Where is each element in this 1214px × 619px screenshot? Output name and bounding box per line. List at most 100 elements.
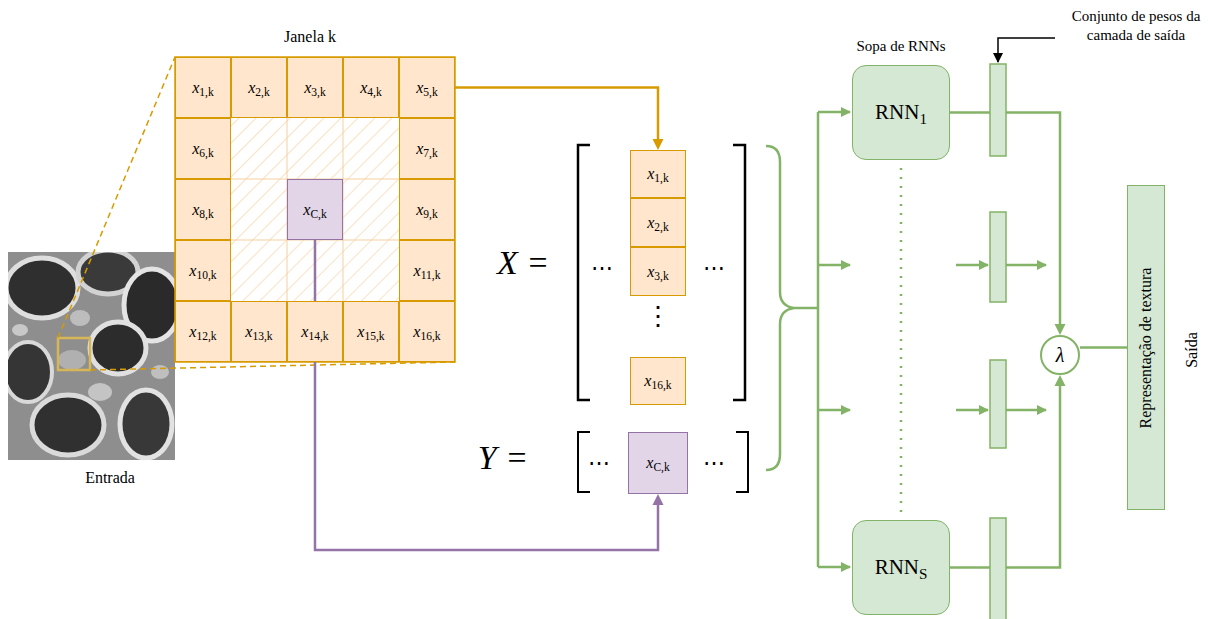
node-text: x3,k xyxy=(647,263,669,281)
window-cell: x14,k xyxy=(287,301,343,362)
input-caption: Entrada xyxy=(60,468,160,488)
window-cell: x6,k xyxy=(175,118,231,179)
window-cell: x9,k xyxy=(399,179,455,240)
node-text: x16,k xyxy=(413,323,440,341)
output-bar: Representação de textura xyxy=(1127,185,1165,510)
window-cell: x10,k xyxy=(175,240,231,301)
node-text: RNNS xyxy=(875,556,928,579)
symbol-subscript: 1,k xyxy=(654,173,668,185)
symbol-subscript: C,k xyxy=(653,462,669,474)
connector xyxy=(315,240,664,550)
rnn-box: RNN1 xyxy=(852,65,950,160)
node-text: Representação de textura xyxy=(1137,267,1155,428)
node-text: x16,k xyxy=(644,372,671,390)
node-text: x14,k xyxy=(301,323,328,341)
symbol-subscript: 3,k xyxy=(654,270,668,282)
symbol-subscript: 12,k xyxy=(196,330,216,342)
symbol-base: x xyxy=(647,214,654,231)
symbol-subscript: 10,k xyxy=(196,269,216,281)
symbol-subscript: 4,k xyxy=(367,86,381,98)
window-cell: x13,k xyxy=(231,301,287,362)
symbol-subscript: 15,k xyxy=(364,330,384,342)
symbol-subscript: 16,k xyxy=(420,330,440,342)
window-cell: x1,k xyxy=(175,57,231,118)
node-text: xC,k xyxy=(303,201,326,219)
symbol-subscript: S xyxy=(919,565,927,581)
vector-cell: x2,k xyxy=(630,198,686,247)
node-text: x10,k xyxy=(189,262,216,280)
callout-text: Conjunto de pesos da camada de saída xyxy=(1065,7,1207,45)
symbol-subscript: 2,k xyxy=(255,86,269,98)
ellipsis: ⋯ xyxy=(697,449,731,477)
symbol-base: x xyxy=(189,323,196,340)
symbol-base: x xyxy=(303,201,310,218)
window-cell: x15,k xyxy=(343,301,399,362)
connector xyxy=(950,375,1066,568)
symbol-subscript: 14,k xyxy=(308,330,328,342)
ellipsis: ⋯ xyxy=(585,254,619,282)
connector xyxy=(455,88,664,151)
texture-image xyxy=(8,252,175,460)
node-text: x1,k xyxy=(647,165,669,183)
center-cell: xC,k xyxy=(287,179,343,240)
node-text: x11,k xyxy=(414,262,441,280)
node-text: x12,k xyxy=(189,323,216,341)
symbol-subscript: 8,k xyxy=(199,208,213,220)
symbol-subscript: 16,k xyxy=(651,380,671,392)
window-cell: x3,k xyxy=(287,57,343,118)
output-caption: Saída xyxy=(1182,318,1202,382)
node-text: x4,k xyxy=(360,79,382,97)
symbol-subscript: 1,k xyxy=(199,86,213,98)
node-text: x9,k xyxy=(416,201,438,219)
symbol-base: x xyxy=(360,79,367,96)
window-cell: x11,k xyxy=(399,240,455,301)
node-text: xC,k xyxy=(646,454,669,472)
connector xyxy=(1080,347,1127,348)
symbol-base: x xyxy=(416,140,423,157)
node-text: x15,k xyxy=(357,323,384,341)
symbol-subscript: C,k xyxy=(310,208,326,220)
symbol-base: x xyxy=(189,262,196,279)
node-text: x6,k xyxy=(192,140,214,158)
symbol-subscript: 5,k xyxy=(423,86,437,98)
node-text: x3,k xyxy=(304,79,326,97)
symbol-base: x xyxy=(304,79,311,96)
connector xyxy=(950,113,1066,336)
window-cell: x7,k xyxy=(399,118,455,179)
symbol-base: x xyxy=(357,323,364,340)
window-title: Janela k xyxy=(250,27,370,47)
node-text: x2,k xyxy=(647,214,669,232)
symbol-base: x xyxy=(301,323,308,340)
window-cell: x4,k xyxy=(343,57,399,118)
symbol-base: x xyxy=(248,79,255,96)
window-cell: x8,k xyxy=(175,179,231,240)
window-cell: x16,k xyxy=(399,301,455,362)
node-text: x1,k xyxy=(192,79,214,97)
vector-cell: x16,k xyxy=(630,357,686,405)
symbol-base: x xyxy=(647,165,654,182)
node-text: x13,k xyxy=(245,323,272,341)
symbol-base: x xyxy=(413,323,420,340)
node-text: x7,k xyxy=(416,140,438,158)
symbol-base: x xyxy=(192,140,199,157)
window-cell: x12,k xyxy=(175,301,231,362)
ellipsis: ⋯ xyxy=(697,254,731,282)
symbol-base: x xyxy=(192,79,199,96)
window-cell: x5,k xyxy=(399,57,455,118)
symbol-base: x xyxy=(192,201,199,218)
symbol-subscript: 13,k xyxy=(252,330,272,342)
symbol-base: RNN xyxy=(875,100,919,124)
symbol-base: x xyxy=(416,79,423,96)
window-cell: x2,k xyxy=(231,57,287,118)
symbol-base: RNN xyxy=(875,555,919,579)
symbol-base: x xyxy=(416,201,423,218)
symbol-subscript: 11,k xyxy=(421,269,441,281)
group-title: Sopa de RNNs xyxy=(838,37,964,56)
symbol-base: x xyxy=(644,372,651,389)
node-text: x8,k xyxy=(192,201,214,219)
vector-cell: x3,k xyxy=(630,247,686,296)
matrix-name: X = xyxy=(478,246,568,280)
vector-cell: x1,k xyxy=(630,150,686,198)
node-text: λ xyxy=(1056,344,1065,366)
combine-circle: λ xyxy=(1040,335,1080,375)
